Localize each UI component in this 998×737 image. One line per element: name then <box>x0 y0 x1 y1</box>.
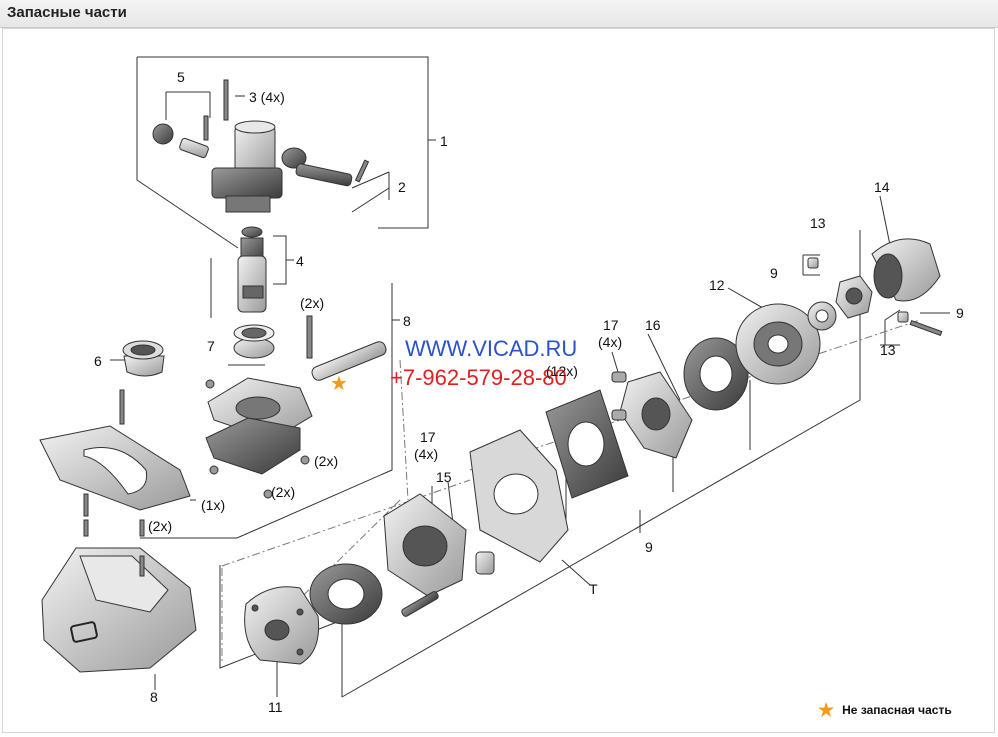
qty-2x-screw: (2x) <box>148 518 172 534</box>
part-1-motor-assembly <box>152 79 370 213</box>
part-7-ring <box>233 324 275 359</box>
legend: ★ Не запасная часть <box>818 700 952 720</box>
part-gasket-ring-left <box>309 563 383 625</box>
qty-2x-plate: (2x) <box>314 453 338 469</box>
qty-2x-shaft: (2x) <box>300 295 324 311</box>
part-6-bushing <box>122 340 165 377</box>
qty-2x-bolt: (2x) <box>271 484 295 500</box>
callout-17-a: 17 <box>603 317 619 333</box>
part-12-oval-cover <box>735 303 821 385</box>
part-T-gasket <box>469 429 569 563</box>
callout-6: 6 <box>94 353 102 369</box>
callout-1: 1 <box>440 133 448 149</box>
callout-5: 5 <box>177 69 185 85</box>
watermark-phone: +7-962-579-28-80 <box>390 365 567 390</box>
callout-16-qty: (12x) <box>546 363 578 379</box>
callout-4: 4 <box>296 253 304 269</box>
part-8-housing <box>41 493 197 673</box>
callout-14: 14 <box>874 179 890 195</box>
part-gasket-ring-right <box>683 337 749 411</box>
part-14-cap <box>871 238 941 302</box>
legend-text: Не запасная часть <box>842 703 952 717</box>
not-spare-star-marker: ★ <box>330 373 348 395</box>
part-lower-cover <box>39 389 191 511</box>
diagram-frame <box>2 28 995 733</box>
callout-17-b: 17 <box>420 429 436 445</box>
callout-9-right: 9 <box>956 305 964 321</box>
callout-17-a-qty: (4x) <box>598 334 622 350</box>
callout-3: 3 (4x) <box>249 89 285 105</box>
part-10-square-gasket <box>545 389 629 499</box>
callout-11: 11 <box>268 699 283 715</box>
part-4-cartridge <box>237 226 267 313</box>
callout-8-top: 8 <box>403 313 411 329</box>
part-8-base-plate <box>205 315 387 499</box>
callout-7: 7 <box>207 338 215 354</box>
part-16-plate <box>611 371 693 459</box>
part-13-screws <box>807 257 943 336</box>
callout-labels: 1 2 3 (4x) 4 5 6 7 8 8 9 9 9 11 12 13 13… <box>94 69 964 715</box>
callout-9-small: 9 <box>770 265 778 281</box>
callout-T: T <box>589 581 598 597</box>
callout-12: 12 <box>709 277 725 293</box>
page-title: Запасные части <box>7 4 127 21</box>
callout-2: 2 <box>398 179 406 195</box>
callout-17-b-qty: (4x) <box>414 446 438 462</box>
part-15-flange <box>383 493 495 617</box>
page-header: Запасные части <box>0 0 998 28</box>
callout-9-bottom: 9 <box>645 539 653 555</box>
star-icon: ★ <box>818 700 835 720</box>
callout-15: 15 <box>436 469 452 485</box>
part-nut <box>835 275 873 319</box>
callout-13-a: 13 <box>810 215 826 231</box>
callout-13-b: 13 <box>880 342 896 358</box>
alignment-axes <box>221 319 921 662</box>
callout-16: 16 <box>645 317 661 333</box>
callout-8-bottom: 8 <box>150 689 158 705</box>
watermark-site: WWW.VICAD.RU <box>405 336 577 361</box>
leader-lines <box>110 56 950 698</box>
part-11-disc <box>244 586 320 665</box>
part-washer <box>807 301 837 331</box>
qty-1x: (1x) <box>201 497 225 513</box>
